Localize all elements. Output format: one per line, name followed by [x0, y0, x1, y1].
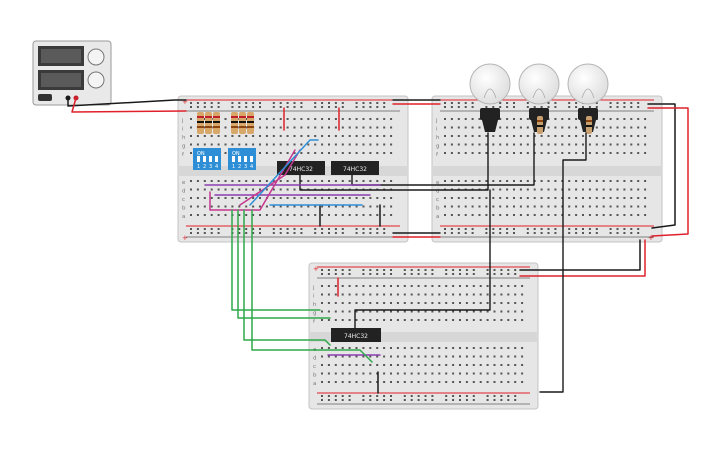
- wire-right-red: [647, 107, 689, 237]
- row-letter: c: [436, 197, 439, 203]
- row-letter: f: [436, 152, 439, 158]
- wire-to-bb3-black: [519, 239, 641, 271]
- row-letter: c: [182, 197, 185, 203]
- dip-switch-2[interactable]: ON 1 2 3 4: [228, 148, 256, 170]
- row-letter: i: [436, 127, 438, 133]
- wire-power-negative: [67, 97, 187, 107]
- wires: [67, 97, 689, 394]
- dip-position-label: 4: [250, 164, 253, 170]
- chip-74hc32-1[interactable]: 74HC32: [277, 161, 325, 175]
- wire-green: [251, 209, 373, 363]
- row-letter: h: [313, 302, 317, 308]
- row-letter: g: [436, 144, 440, 150]
- row-letter: c: [313, 364, 316, 370]
- rail-plus-sign: +: [648, 234, 654, 242]
- row-letter: a: [313, 381, 316, 387]
- wire-blue: [249, 139, 319, 206]
- light-bulb-icon[interactable]: [469, 63, 511, 132]
- dip-position-label: 2: [238, 164, 241, 170]
- row-letter: a: [182, 214, 185, 220]
- row-letter: e: [436, 180, 440, 186]
- row-letter: f: [313, 319, 316, 325]
- row-letter: i: [182, 127, 184, 133]
- wire-green: [237, 209, 331, 319]
- dip-position-label: 3: [209, 164, 212, 170]
- row-letter: b: [436, 206, 440, 212]
- dip-switch-1[interactable]: ON 1 2 3 4: [193, 148, 221, 170]
- row-letter: d: [313, 356, 317, 362]
- row-letter: a: [436, 214, 439, 220]
- dip-position-label: 2: [203, 164, 206, 170]
- chip-74hc32-3[interactable]: 74HC32: [331, 328, 381, 342]
- row-letter: b: [313, 373, 317, 379]
- wire-power-positive: [71, 97, 187, 113]
- row-letter: j: [312, 285, 315, 291]
- wire-output-black: [539, 132, 587, 393]
- row-letter: h: [436, 135, 440, 141]
- breadboard-3: [308, 262, 539, 410]
- power-supply-icon[interactable]: [32, 40, 112, 106]
- wire-magenta: [239, 149, 301, 206]
- chip-label: 74HC32: [289, 166, 313, 173]
- row-letter: j: [181, 118, 184, 124]
- wire-right-black: [647, 103, 676, 229]
- chip-label: 74HC32: [344, 333, 368, 340]
- row-letter: f: [182, 152, 185, 158]
- row-letter: h: [182, 135, 186, 141]
- wire-green: [231, 209, 321, 311]
- rail-plus-sign: +: [182, 234, 188, 242]
- dip-switch-on-label: ON: [197, 151, 205, 157]
- row-letter: g: [182, 144, 186, 150]
- row-letter: g: [313, 311, 317, 317]
- row-letter: b: [182, 206, 186, 212]
- resistor-icon[interactable]: [537, 116, 592, 134]
- row-letter: e: [182, 180, 186, 186]
- wire-green: [243, 209, 331, 346]
- dip-position-label: 3: [244, 164, 247, 170]
- light-bulb-icon[interactable]: [518, 63, 560, 132]
- row-letter: d: [436, 189, 440, 195]
- chip-74hc32-2[interactable]: 74HC32: [331, 161, 379, 175]
- dip-position-label: 4: [215, 164, 218, 170]
- wire-to-bb3-red: [519, 239, 646, 277]
- rail-plus-sign: +: [182, 98, 188, 106]
- resistor-icon[interactable]: [197, 112, 254, 134]
- wire-output-black: [354, 189, 491, 329]
- dip-position-label: 1: [232, 164, 235, 170]
- wire-output-black: [351, 132, 535, 186]
- row-letter: j: [435, 118, 438, 124]
- dip-switch-on-label: ON: [232, 151, 240, 157]
- dip-position-label: 1: [197, 164, 200, 170]
- row-letter: i: [313, 294, 315, 300]
- chip-label: 74HC32: [343, 166, 367, 173]
- rail-plus-sign: +: [313, 265, 319, 273]
- row-letter: d: [182, 189, 186, 195]
